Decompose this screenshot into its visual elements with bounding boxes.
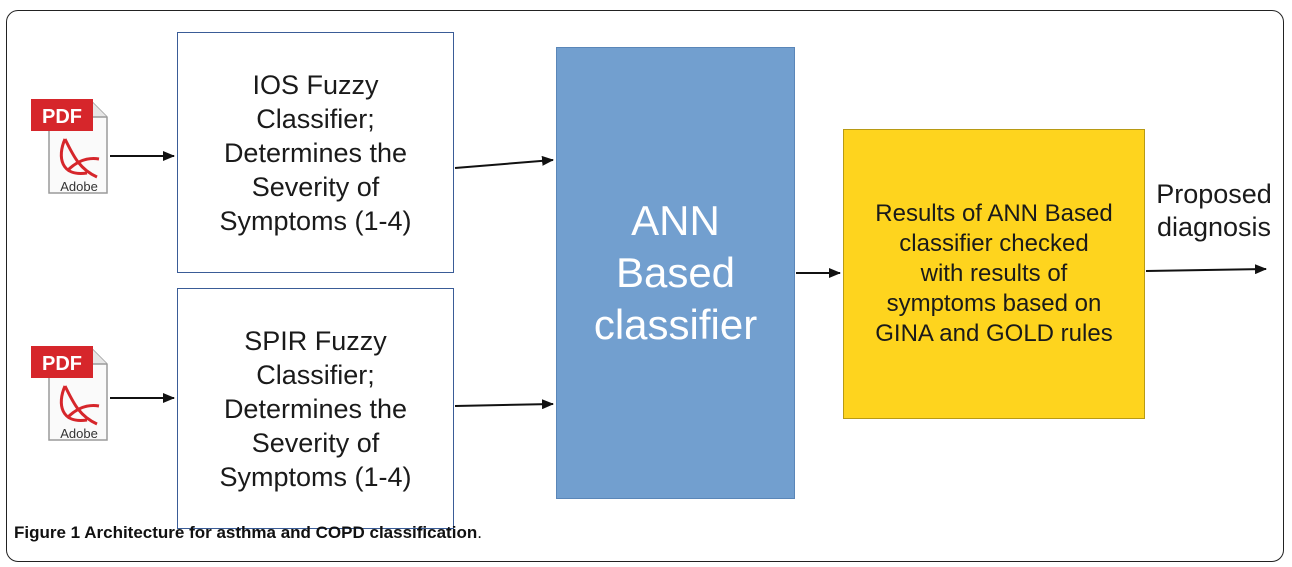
figure-caption-title: Figure 1 Architecture for asthma and COP… bbox=[14, 523, 478, 542]
ann-classifier-label: ANN Based classifier bbox=[593, 197, 758, 348]
spir-fuzzy-classifier-box: SPIR Fuzzy Classifier; Determines the Se… bbox=[177, 288, 454, 529]
pdf-badge-text: PDF bbox=[42, 353, 82, 375]
result-check-label: Results of ANN Based classifier checked … bbox=[875, 200, 1113, 347]
pdf-file-icon: PDF Adobe bbox=[31, 346, 108, 441]
arrow-spir-to-ann bbox=[454, 399, 554, 410]
proposed-diagnosis-label: Proposed diagnosis bbox=[1156, 179, 1272, 242]
figure-frame bbox=[6, 10, 1284, 562]
arrow-result-to-output bbox=[1145, 264, 1267, 275]
ios-fuzzy-classifier-label: IOS Fuzzy Classifier; Determines the Sev… bbox=[219, 69, 412, 236]
pdf-badge-text: PDF bbox=[42, 106, 82, 128]
figure-caption-period: . bbox=[477, 523, 482, 542]
arrow-ios-to-ann bbox=[454, 155, 554, 169]
ann-classifier-box: ANN Based classifier bbox=[556, 47, 795, 499]
spir-fuzzy-classifier-label: SPIR Fuzzy Classifier; Determines the Se… bbox=[219, 325, 412, 492]
pdf-brand-text: Adobe bbox=[60, 426, 98, 441]
pdf-file-icon: PDF Adobe bbox=[31, 99, 108, 194]
ios-fuzzy-classifier-box: IOS Fuzzy Classifier; Determines the Sev… bbox=[177, 32, 454, 273]
result-check-box: Results of ANN Based classifier checked … bbox=[843, 129, 1145, 419]
pdf-brand-text: Adobe bbox=[60, 179, 98, 194]
figure-caption: Figure 1 Architecture for asthma and COP… bbox=[14, 523, 482, 543]
